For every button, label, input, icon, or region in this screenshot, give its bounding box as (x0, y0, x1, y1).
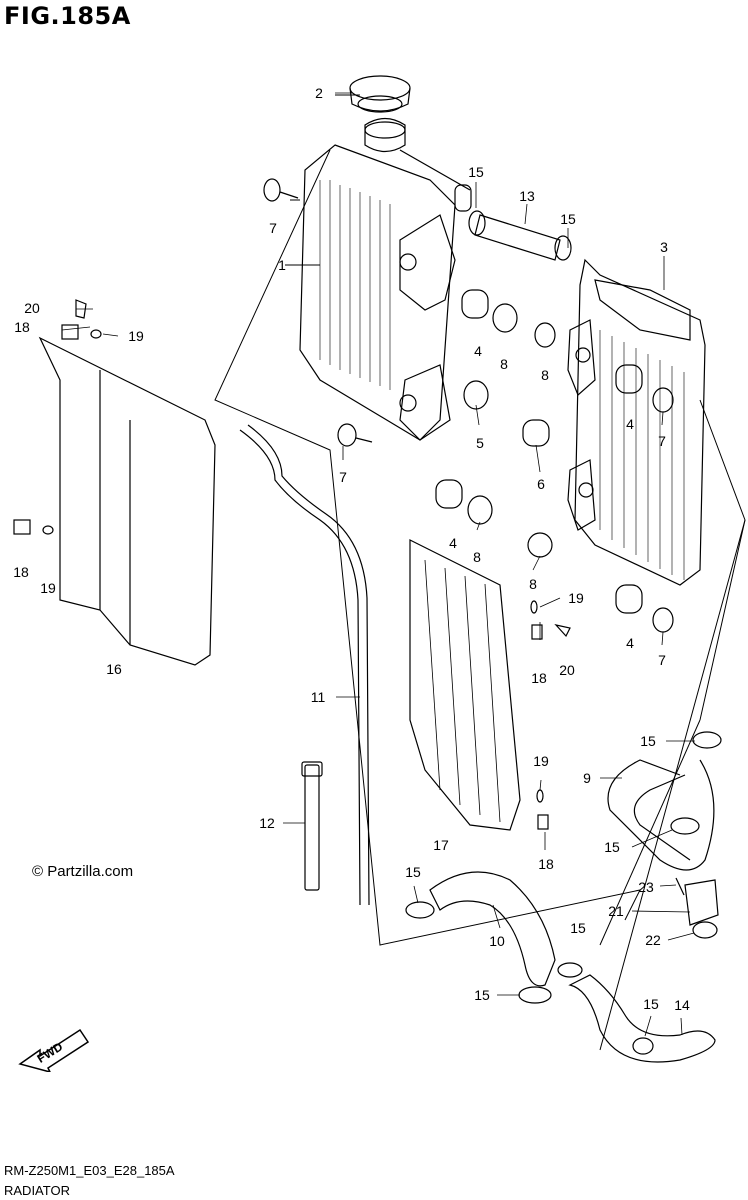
callout-4[interactable]: 4 (626, 416, 634, 432)
callout-17[interactable]: 17 (433, 837, 449, 853)
callout-11[interactable]: 11 (310, 689, 326, 705)
callout-12[interactable]: 12 (259, 815, 275, 831)
overflow-tube (239, 424, 370, 906)
figure-title: FIG.185A (4, 2, 131, 30)
copyright-notice: © Partzilla.com (32, 863, 134, 880)
callout-18[interactable]: 18 (14, 319, 30, 335)
callout-leaders (61, 92, 695, 1037)
fwd-arrow-icon: FWD (18, 1028, 90, 1072)
callout-1[interactable]: 1 (278, 257, 286, 273)
hose-10 (405, 871, 556, 1004)
grommets-and-bolts (263, 178, 674, 633)
callout-7[interactable]: 7 (269, 220, 277, 236)
callout-9[interactable]: 9 (583, 770, 591, 786)
leader-lines (214, 94, 746, 1051)
callout-10[interactable]: 10 (489, 933, 505, 949)
left-radiator (299, 117, 472, 441)
callout-8[interactable]: 8 (500, 356, 508, 372)
diagram-code: RM-Z250M1_E03_E28_185A (4, 1163, 175, 1178)
callout-7[interactable]: 7 (658, 652, 666, 668)
callout-14[interactable]: 14 (674, 997, 690, 1013)
callout-4[interactable]: 4 (474, 343, 482, 359)
callout-2[interactable]: 2 (315, 85, 323, 101)
hose-14 (557, 962, 716, 1063)
callout-16[interactable]: 16 (106, 661, 122, 677)
callout-7[interactable]: 7 (339, 469, 347, 485)
callout-15[interactable]: 15 (643, 996, 659, 1012)
callout-8[interactable]: 8 (541, 367, 549, 383)
cable-strap (301, 761, 323, 891)
clips-and-nuts (13, 299, 571, 830)
callout-19[interactable]: 19 (533, 753, 549, 769)
callout-13[interactable]: 13 (519, 188, 535, 204)
callout-19[interactable]: 19 (568, 590, 584, 606)
callout-15[interactable]: 15 (474, 987, 490, 1003)
right-radiator (567, 258, 706, 586)
diagram-name: RADIATOR (4, 1183, 70, 1198)
water-fitting (675, 877, 719, 939)
callout-23[interactable]: 23 (638, 879, 654, 895)
callout-7[interactable]: 7 (658, 433, 666, 449)
callout-18[interactable]: 18 (531, 670, 547, 686)
callout-20[interactable]: 20 (24, 300, 40, 316)
radiator-cap (349, 75, 411, 113)
callout-15[interactable]: 15 (604, 839, 620, 855)
callout-4[interactable]: 4 (449, 535, 457, 551)
callout-15[interactable]: 15 (560, 211, 576, 227)
callout-19[interactable]: 19 (40, 580, 56, 596)
callout-15[interactable]: 15 (468, 164, 484, 180)
callout-6[interactable]: 6 (537, 476, 545, 492)
callout-21[interactable]: 21 (608, 903, 624, 919)
callout-20[interactable]: 20 (559, 662, 575, 678)
radiator-louver (409, 539, 521, 831)
callout-4[interactable]: 4 (626, 635, 634, 651)
callout-18[interactable]: 18 (538, 856, 554, 872)
callout-8[interactable]: 8 (529, 576, 537, 592)
callout-19[interactable]: 19 (128, 328, 144, 344)
hose-9 (607, 731, 722, 871)
callout-8[interactable]: 8 (473, 549, 481, 565)
callout-18[interactable]: 18 (13, 564, 29, 580)
left-radiator-shroud (38, 336, 216, 666)
callout-15[interactable]: 15 (570, 920, 586, 936)
callout-3[interactable]: 3 (660, 239, 668, 255)
callout-15[interactable]: 15 (405, 864, 421, 880)
callout-22[interactable]: 22 (645, 932, 661, 948)
callout-5[interactable]: 5 (476, 435, 484, 451)
callout-15[interactable]: 15 (640, 733, 656, 749)
upper-hose (468, 210, 572, 261)
